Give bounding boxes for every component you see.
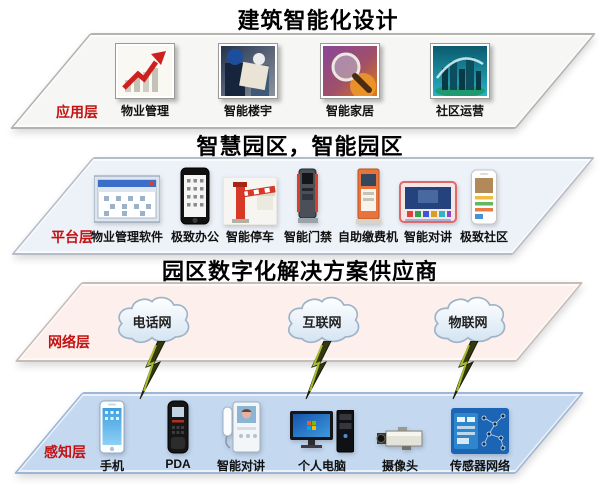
cloud-label: 互联网 (302, 315, 342, 330)
item-label: 极致社区 (459, 230, 509, 244)
camera-icon (376, 427, 423, 450)
smart-home-icon-wrap (320, 43, 380, 99)
item-label: 个人电脑 (297, 459, 346, 473)
item-mobile-office: 极致办公 (171, 165, 219, 245)
lightning-bolt-2 (303, 340, 333, 401)
item-label: 摄像头 (381, 459, 418, 473)
property-software-icon-wrap (93, 165, 160, 225)
access-control-icon (296, 168, 318, 223)
perception-layer-label: 感知层 (44, 444, 86, 460)
network-layer-label: 网络层 (48, 334, 90, 350)
pda-icon-wrap (163, 398, 193, 454)
property-management-icon (115, 43, 175, 99)
item-label: 物业管理软件 (90, 230, 164, 244)
title-solution-provider: 园区数字化解决方案供应商 (161, 259, 438, 284)
item-property-management: 物业管理 (115, 43, 175, 119)
application-layer: 应用层 物业管理 (0, 33, 600, 129)
item-label: 自助缴费机 (337, 230, 399, 244)
community-app-icon-wrap (470, 165, 498, 225)
item-label: 极致办公 (170, 230, 220, 244)
item-smart-building: 智能楼宇 (218, 43, 278, 119)
item-label: 社区运营 (435, 104, 484, 118)
community-operation-icon-wrap (430, 43, 490, 99)
smart-home-icon (320, 43, 380, 99)
cloud-label: 电话网 (132, 315, 172, 330)
item-label: 智能对讲 (216, 459, 266, 473)
sensor-network-icon-wrap (450, 398, 509, 454)
property-software-icon (93, 175, 160, 223)
item-intercom: 智能对讲 (217, 398, 265, 474)
item-label: 手机 (99, 459, 124, 473)
item-payment-kiosk: 自助缴费机 (338, 165, 398, 245)
item-label: 智能楼宇 (223, 104, 272, 118)
lightning-bolt-3 (450, 340, 480, 401)
smart-parking-icon (223, 177, 277, 225)
smart-parking-icon-wrap (223, 165, 277, 225)
network-layer: 网络层 电话网 互联网 物联网 (0, 282, 600, 362)
mobile-office-icon (180, 167, 210, 225)
mobile-office-icon-wrap (180, 165, 210, 225)
internet-cloud: 互联网 (280, 295, 364, 347)
item-label: 智能停车 (225, 230, 274, 244)
item-access-control: 智能门禁 (284, 165, 332, 245)
iot-cloud: 物联网 (426, 295, 510, 347)
phone-icon (99, 400, 125, 454)
item-video-intercom: 智能对讲 (399, 165, 457, 245)
item-pda: PDA (163, 398, 193, 471)
video-intercom-icon (399, 181, 457, 223)
item-phone: 手机 (99, 398, 125, 474)
item-pc: 个人电脑 (290, 398, 354, 474)
phone-icon-wrap (99, 398, 125, 454)
community-operation-icon (430, 43, 490, 99)
item-label: 传感器网络 (449, 459, 511, 473)
pc-icon (290, 410, 354, 453)
item-label: PDA (165, 457, 191, 471)
item-label: 智能家居 (325, 104, 374, 118)
item-label: 物业管理 (120, 104, 169, 118)
lightning-bolt-1 (137, 340, 167, 401)
payment-kiosk-icon (355, 168, 381, 224)
property-management-icon-wrap (115, 43, 175, 99)
sensor-network-icon (450, 408, 509, 454)
platform-layer-label: 平台层 (51, 229, 93, 245)
intercom-icon-wrap (220, 398, 262, 454)
community-app-icon (470, 169, 497, 225)
access-control-icon-wrap (294, 165, 322, 225)
item-sensor-network: 传感器网络 (450, 398, 510, 474)
pc-icon-wrap (290, 398, 354, 454)
item-label: 智能门禁 (283, 230, 333, 244)
cloud-label: 物联网 (448, 315, 488, 330)
item-community-operation: 社区运营 (430, 43, 490, 119)
item-camera: 摄像头 (374, 398, 426, 474)
payment-kiosk-icon-wrap (352, 165, 384, 225)
item-smart-parking: 智能停车 (223, 165, 277, 245)
platform-layer: 平台层 物业管理软件 (0, 157, 600, 255)
pda-icon (167, 400, 189, 454)
item-smart-home: 智能家居 (320, 43, 380, 119)
title-building-intelligence: 建筑智能化设计 (237, 8, 399, 33)
item-property-software: 物业管理软件 (91, 165, 163, 245)
smart-building-icon-wrap (218, 43, 278, 99)
video-intercom-icon-wrap (399, 165, 457, 225)
item-community-app: 极致社区 (460, 165, 508, 245)
item-label: 智能对讲 (403, 230, 452, 244)
smart-building-icon (218, 43, 278, 99)
application-layer-label: 应用层 (56, 104, 98, 120)
telephone-network-cloud: 电话网 (110, 295, 194, 347)
perception-layer: 感知层 手机 (0, 392, 600, 474)
title-smart-park: 智慧园区，智能园区 (196, 134, 404, 159)
camera-icon-wrap (374, 398, 426, 454)
intercom-icon (222, 401, 261, 453)
